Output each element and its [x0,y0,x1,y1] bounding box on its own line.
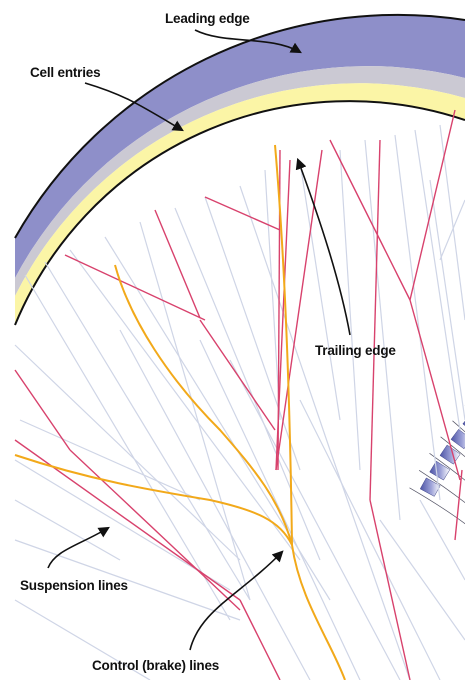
control-line [114,264,293,546]
canopy-underside [15,83,465,326]
callout-arrow-trailing-edge [295,157,351,336]
label-leading-edge: Leading edge [165,11,250,26]
callout-arrow-cell-entries [84,82,184,132]
suspension-line [429,179,465,421]
suspension-line-accent [275,159,291,471]
suspension-line [174,207,321,561]
cell-rib [440,436,465,458]
suspension-line [439,124,465,321]
suspension-line-accent [369,499,411,680]
suspension-line [119,329,311,680]
canopy-top-outline [14,13,465,239]
suspension-line [419,499,465,581]
suspension-line [14,344,241,561]
control-line [291,544,346,680]
suspension-line [379,519,465,641]
suspension-line [394,134,441,501]
cell-rib [409,487,465,525]
suspension-line-accent [14,439,241,601]
callout-arrow-control-lines [189,550,284,651]
canopy-top-surface [15,14,465,278]
control-line [14,454,293,546]
suspension-line [199,339,361,680]
suspension-line [299,399,441,680]
control-lines [14,144,346,680]
suspension-line-accent [64,254,206,321]
suspension-line [439,199,465,261]
suspension-line-accent [14,369,71,451]
suspension-line [14,459,231,591]
suspension-line-accent [239,599,281,680]
suspension-line-accent [454,469,463,541]
suspension-line [364,139,401,521]
suspension-line [14,599,151,680]
suspension-line [69,249,301,561]
cell-entry [419,477,441,497]
control-line [274,144,293,546]
suspension-line-accent [69,449,241,611]
suspension-line-accent [409,109,456,301]
suspension-line [329,449,411,680]
suspension-line [44,261,251,601]
callout-arrow-suspension-lines [47,526,110,569]
suspension-line [299,161,341,421]
cell-rib [452,420,465,433]
suspension-line [14,539,241,621]
suspension-line-accent [409,299,461,481]
suspension-line [24,274,231,621]
suspension-line [264,169,281,421]
canopy [14,13,465,525]
cell-entry [439,444,461,465]
canopy-trailing-outline [14,100,465,326]
callout-arrow-leading-edge [194,29,302,54]
suspension-line [339,149,361,471]
cell-rib [418,470,465,504]
callouts: Leading edge Cell entries Trailing edge … [20,11,397,673]
label-cell-entries: Cell entries [30,65,100,80]
cell-entry [429,460,451,481]
suspension-line [204,196,301,471]
suspension-line [229,359,401,680]
suspension-line-accent [275,149,323,471]
cell-entry [450,428,465,450]
cell-entries-openings [419,420,465,497]
suspension-line [19,419,201,501]
suspension-line-accent [154,209,201,319]
suspension-lines [14,109,465,680]
suspension-line [14,499,121,561]
cell-entry [462,420,465,426]
label-control-lines: Control (brake) lines [92,658,219,673]
label-trailing-edge: Trailing edge [315,343,396,358]
suspension-line-accent [329,139,411,301]
label-suspension-lines: Suspension lines [20,578,128,593]
suspension-line-accent [369,139,381,501]
suspension-line [139,221,251,601]
suspension-line-accent [199,319,276,431]
suspension-line-accent [204,196,281,231]
suspension-line [414,129,461,431]
